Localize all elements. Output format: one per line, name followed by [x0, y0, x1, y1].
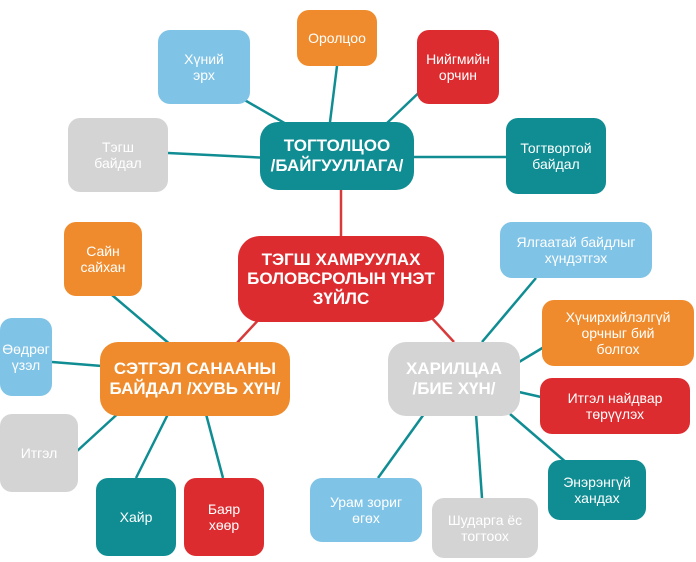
leaf-nonviolent-environment: Хүчирхийлэлгүй орчныг бий болгох — [542, 300, 694, 366]
center-node: ТЭГШ ХАМРУУЛАХ БОЛОВСРОЛЫН ҮНЭТ ЗҮЙЛС — [238, 236, 444, 322]
link-mind-confidence — [51, 360, 103, 368]
leaf-social-env: Нийгмийн орчин — [417, 30, 499, 104]
link-relation-build-trust — [518, 390, 542, 399]
link-relation-care — [509, 413, 569, 465]
leaf-participation: Оролцоо — [297, 10, 377, 66]
link-relation-encourage — [376, 413, 426, 479]
link-system-participation — [328, 65, 339, 123]
leaf-respect-difference: Ялгаатай байдлыг хүндэтгэх — [500, 222, 652, 278]
link-center-relation — [429, 315, 455, 343]
leaf-equality: Тэгш байдал — [68, 118, 168, 192]
link-system-equality — [167, 151, 271, 160]
link-mind-good — [111, 294, 173, 347]
link-relation-env — [518, 345, 545, 364]
hub-system: ТОГТОЛЦОО /БАЙГУУЛЛАГА/ — [260, 122, 414, 190]
hub-relation: ХАРИЛЦАА /БИЕ ХҮН/ — [388, 342, 520, 416]
leaf-human-rights: Хүний эрх — [158, 30, 250, 104]
link-relation-fairness — [474, 413, 484, 499]
leaf-confidence: Өөдрөг үзэл — [0, 318, 52, 396]
link-mind-love — [134, 413, 170, 479]
hub-mind: СЭТГЭЛ САНААНЫ БАЙДАЛ /ХУВЬ ХҮН/ — [100, 342, 290, 416]
leaf-stability: Тогтвортой байдал — [506, 118, 606, 194]
link-mind-joy — [204, 413, 225, 479]
leaf-joy: Баяр хөөр — [184, 478, 264, 556]
leaf-love: Хайр — [96, 478, 176, 556]
leaf-care: Энэрэнгүй хандах — [548, 460, 646, 520]
leaf-build-trust: Итгэл найдвар төрүүлэх — [540, 378, 690, 434]
leaf-trust: Итгэл — [0, 414, 78, 492]
link-relation-respect-diff — [481, 277, 537, 343]
leaf-fairness: Шударга ёс тогтоох — [432, 498, 538, 558]
leaf-good: Сайн сайхан — [64, 222, 142, 296]
leaf-encourage: Урам зориг өгөх — [310, 478, 422, 542]
